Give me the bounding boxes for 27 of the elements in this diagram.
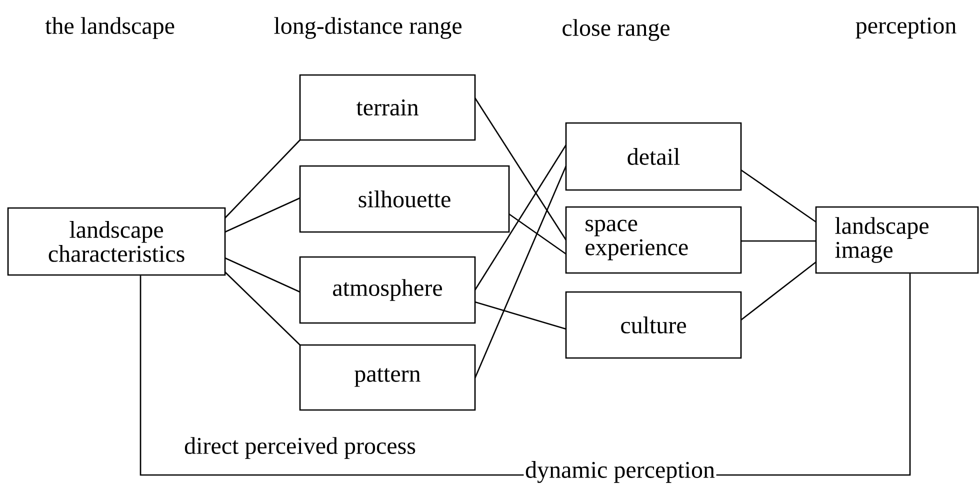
edge-label: dynamic perception xyxy=(524,460,716,484)
connector-line xyxy=(740,169,816,223)
connector-line xyxy=(474,166,567,378)
process-box: pattern xyxy=(299,344,476,411)
connector-line xyxy=(741,240,816,242)
connector-line xyxy=(224,140,300,218)
connector-line xyxy=(474,98,567,240)
connector-line xyxy=(508,213,566,255)
connector-line xyxy=(740,261,816,321)
process-box: terrain xyxy=(299,74,476,141)
process-box: landscape image xyxy=(815,206,979,274)
process-label: direct perceived process xyxy=(184,437,416,459)
process-box: culture xyxy=(565,291,742,359)
process-box: space experience xyxy=(565,206,742,274)
connector-line xyxy=(224,197,300,233)
column-heading: the landscape xyxy=(45,17,174,39)
connector-line xyxy=(474,301,566,330)
process-box: landscape characteristics xyxy=(7,207,226,276)
column-heading: close range xyxy=(562,19,670,41)
column-heading: long-distance range xyxy=(274,17,462,39)
column-heading: perception xyxy=(856,18,956,38)
connector-line xyxy=(474,144,567,290)
connector-line xyxy=(224,257,300,293)
process-box: detail xyxy=(565,122,742,191)
process-box: atmosphere xyxy=(299,256,476,324)
process-box: silhouette xyxy=(299,165,510,233)
connector-line xyxy=(224,272,300,346)
